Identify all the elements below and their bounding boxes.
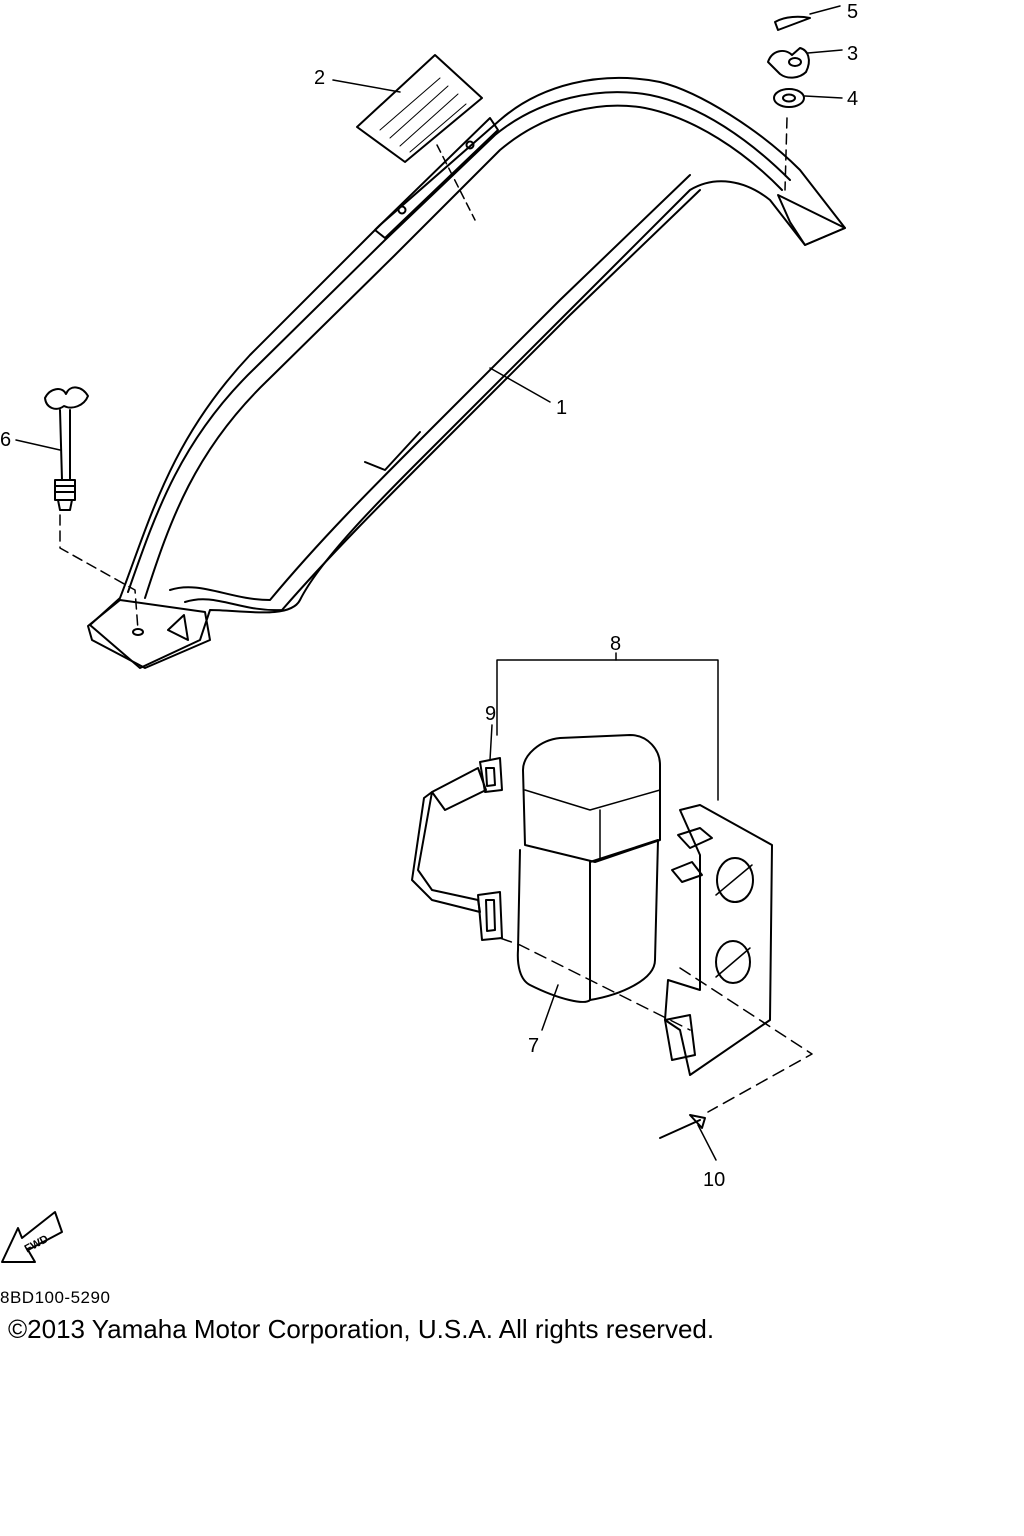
rear-fender: [87, 76, 846, 669]
wing-nut: [767, 47, 810, 79]
callout-7: 7: [528, 1035, 539, 1057]
callout-3: 3: [847, 43, 858, 65]
battery: [516, 734, 661, 1003]
callout-9: 9: [485, 703, 496, 725]
copyright-notice: ©2013 Yamaha Motor Corporation, U.S.A. A…: [8, 1314, 715, 1344]
callout-4: 4: [847, 88, 858, 110]
diagram-code: 8BD100-5290: [0, 1288, 111, 1307]
washer: [773, 88, 805, 108]
callout-10: 10: [703, 1169, 725, 1191]
callout-5: 5: [847, 1, 858, 23]
fwd-arrow-icon: [1, 1211, 63, 1263]
callout-6: 6: [0, 429, 11, 451]
battery-strap: [411, 757, 503, 941]
rivet: [659, 1114, 706, 1139]
callout-8: 8: [610, 633, 621, 655]
fwd-label: FWD: [23, 1233, 51, 1255]
callout-2: 2: [314, 67, 325, 89]
battery-bracket: [664, 804, 773, 1076]
retaining-clip: [774, 15, 811, 31]
callout-1: 1: [556, 397, 567, 419]
decal-plate: [356, 54, 483, 221]
mounting-bolt: [44, 386, 89, 511]
